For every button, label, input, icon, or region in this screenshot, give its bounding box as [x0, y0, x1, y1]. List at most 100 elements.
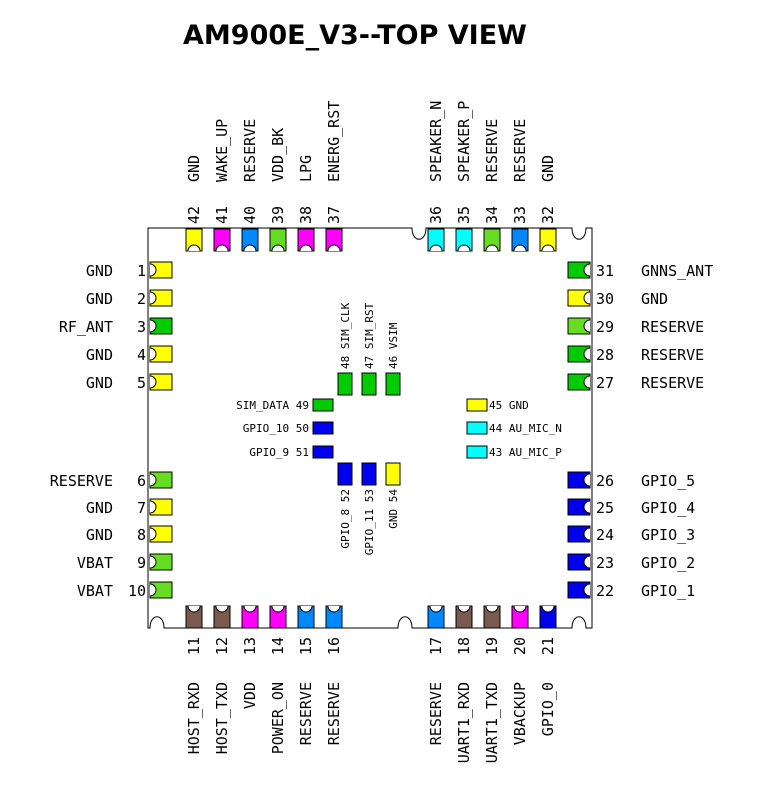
pin-label: RESERVE — [641, 346, 704, 364]
pin-number: 4 — [137, 346, 146, 364]
inner-pin-pad — [466, 398, 488, 412]
inner-pin-pad — [312, 421, 334, 435]
pin-number: 38 — [297, 206, 315, 224]
pin-label: RESERVE — [483, 119, 501, 182]
pin-number: 36 — [427, 206, 445, 224]
pin-number: 27 — [596, 374, 614, 392]
pin-label: GND — [185, 155, 203, 182]
pin-label: RESERVE — [511, 119, 529, 182]
pin-label: GND — [641, 290, 668, 308]
pad-notch — [485, 605, 499, 613]
pin-label: LPG — [297, 155, 315, 182]
pin-label: HOST_RXD — [185, 682, 203, 754]
pin-label: VDD — [241, 682, 259, 709]
pin-number: 24 — [596, 526, 614, 544]
pin-number: 42 — [185, 206, 203, 224]
pad-notch — [457, 244, 471, 252]
inner-pin-label: 47 SIM_RST — [363, 302, 376, 369]
pin-label: WAKE_UP — [213, 119, 231, 182]
inner-pin-pad — [385, 372, 401, 396]
pad-notch — [149, 500, 157, 514]
pin-label: GND — [539, 155, 557, 182]
inner-pin-pad — [466, 445, 488, 459]
pin-label: GND — [86, 290, 113, 308]
pin-number: 17 — [427, 637, 445, 655]
inner-pin-pad — [385, 462, 401, 486]
pin-number: 12 — [213, 637, 231, 655]
pin-number: 34 — [483, 206, 501, 224]
pin-number: 33 — [511, 206, 529, 224]
pin-label: GPIO_3 — [641, 526, 695, 544]
pad-notch — [583, 263, 591, 277]
pad-notch — [513, 605, 527, 613]
pad-notch — [299, 244, 313, 252]
pin-label: RESERVE — [641, 374, 704, 392]
pin-label: GPIO_2 — [641, 554, 695, 572]
pad-notch — [513, 244, 527, 252]
inner-pin-label: 46 VSIM — [387, 322, 400, 369]
inner-pin-label: 44 AU_MIC_N — [489, 422, 562, 435]
pad-notch — [429, 244, 443, 252]
pin-label: GPIO_0 — [539, 682, 557, 736]
pad-notch — [149, 347, 157, 361]
pad-notch — [149, 555, 157, 569]
pin-number: 6 — [137, 472, 146, 490]
pin-number: 14 — [269, 637, 287, 655]
pin-number: 41 — [213, 206, 231, 224]
pin-label: RESERVE — [241, 119, 259, 182]
pin-number: 30 — [596, 290, 614, 308]
inner-pin-label: SIM_DATA 49 — [236, 399, 309, 412]
pad-notch — [215, 244, 229, 252]
pad-notch — [485, 244, 499, 252]
inner-pin-label: 43 AU_MIC_P — [489, 446, 562, 459]
pad-notch — [149, 375, 157, 389]
pin-label: GND — [86, 262, 113, 280]
pad-notch — [299, 605, 313, 613]
pad-notch — [215, 605, 229, 613]
pad-notch — [149, 527, 157, 541]
pin-number: 11 — [185, 637, 203, 655]
pin-label: GND — [86, 526, 113, 544]
inner-pin-label: GPIO_11 53 — [363, 489, 376, 555]
pin-number: 13 — [241, 637, 259, 655]
inner-pin-label: GPIO_9 51 — [249, 446, 309, 459]
pin-number: 22 — [596, 582, 614, 600]
pin-number: 29 — [596, 318, 614, 336]
pin-number: 40 — [241, 206, 259, 224]
pad-notch — [457, 605, 471, 613]
pin-number: 26 — [596, 472, 614, 490]
pin-number: 18 — [455, 637, 473, 655]
pin-number: 21 — [539, 637, 557, 655]
pad-notch — [149, 473, 157, 487]
inner-pin-label: GPIO_10 50 — [243, 422, 309, 435]
inner-pin-label: 45 GND — [489, 399, 529, 412]
pin-label: RESERVE — [641, 318, 704, 336]
pin-number: 39 — [269, 206, 287, 224]
pin-number: 8 — [137, 526, 146, 544]
pin-number: 31 — [596, 262, 614, 280]
pad-notch — [541, 605, 555, 613]
pad-notch — [187, 244, 201, 252]
pad-notch — [583, 555, 591, 569]
pin-number: 9 — [137, 554, 146, 572]
inner-pin-pad — [337, 462, 353, 486]
pad-notch — [583, 347, 591, 361]
pad-notch — [583, 527, 591, 541]
module-outline — [147, 227, 593, 629]
pad-notch — [149, 291, 157, 305]
pin-number: 1 — [137, 262, 146, 280]
inner-pin-pad — [361, 372, 377, 396]
inner-pin-pad — [312, 445, 334, 459]
pad-notch — [327, 605, 341, 613]
pin-number: 19 — [483, 637, 501, 655]
pin-label: VBAT — [77, 582, 113, 600]
inner-pin-pad — [337, 372, 353, 396]
inner-pin-pad — [312, 398, 334, 412]
inner-pin-pad — [466, 421, 488, 435]
pin-label: HOST_TXD — [213, 682, 231, 754]
pin-number: 25 — [596, 499, 614, 517]
pad-notch — [149, 263, 157, 277]
pin-label: GNNS_ANT — [641, 262, 713, 280]
pin-label: GPIO_1 — [641, 582, 695, 600]
